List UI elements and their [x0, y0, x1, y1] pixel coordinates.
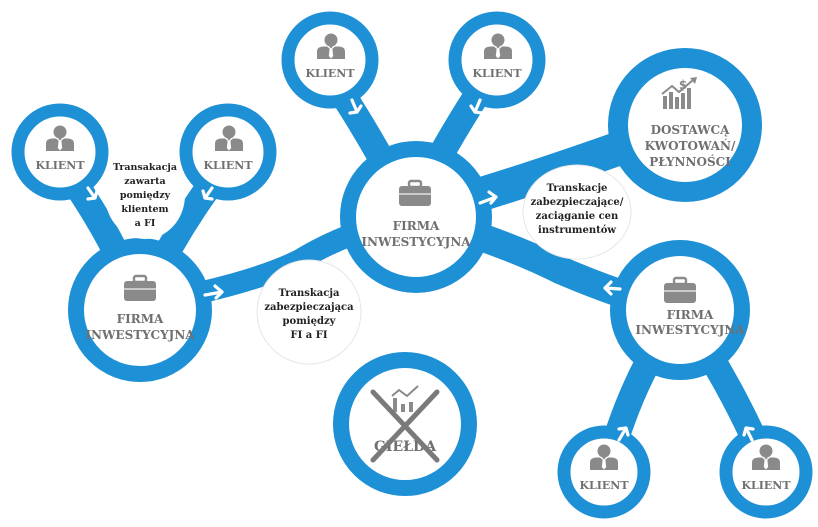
note-line: zabezpieczająca	[264, 302, 354, 313]
client-label: KLIENT	[305, 67, 355, 80]
firm-node-left: FIRMA INWESTYCYJNA	[68, 238, 212, 382]
note-hedging: Transkacje zabezpieczające/ zaciąganie c…	[522, 164, 632, 260]
arrow-icon	[469, 98, 484, 115]
firm-label-line2: INWESTYCYJNA	[635, 323, 745, 337]
client-node-left-2: KLIENT	[179, 103, 277, 201]
client-node-top-right: KLIENT	[448, 11, 546, 109]
client-node-bottom-right: KLIENT	[719, 425, 813, 519]
firm-label-line1: FIRMA	[117, 312, 164, 326]
note-line: zawarta	[124, 176, 165, 187]
liquidity-provider-node: $ DOSTAWCĄ KWOTOWAŃ/ PŁYNNOŚCI	[608, 48, 762, 202]
note-line: Transkacje	[547, 183, 608, 194]
note-fi-fi: Transkacja zabezpieczająca pomiędzy FI a…	[256, 259, 362, 365]
client-node-top-left: KLIENT	[281, 11, 379, 109]
arrow-icon	[348, 98, 363, 115]
growth-chart-dollar-icon: $	[661, 77, 697, 109]
note-line: FI a FI	[291, 330, 328, 341]
note-line: pomiędzy	[283, 316, 337, 327]
note-line: Transkacja	[279, 288, 340, 299]
crossed-out-chart-icon	[391, 385, 419, 412]
client-label: KLIENT	[741, 479, 791, 492]
arrow-icon	[742, 426, 755, 442]
client-node-bottom-left: KLIENT	[557, 425, 651, 519]
firm-label-line2: INWESTYCYJNA	[85, 328, 195, 342]
arrow-icon	[617, 426, 630, 442]
note-line: zabezpieczające/	[531, 197, 624, 208]
note-client-fi: Transakacja zawarta pomiędzy klientem a …	[105, 151, 185, 239]
note-line: a FI	[135, 218, 156, 229]
arrow-icon	[478, 190, 498, 205]
provider-label-line1: DOSTAWCĄ	[651, 123, 731, 137]
firm-node-right: FIRMA INWESTYCYJNA	[610, 240, 750, 380]
note-line: instrumentów	[538, 225, 616, 236]
arrow-icon	[603, 280, 622, 296]
firm-label-line1: FIRMA	[667, 308, 714, 322]
svg-text:$: $	[679, 78, 687, 92]
client-label: KLIENT	[35, 159, 85, 172]
firm-label-line1: FIRMA	[393, 219, 440, 233]
client-label: KLIENT	[579, 479, 629, 492]
note-line: Transakacja	[113, 162, 177, 173]
exchange-node: GIEŁDA	[333, 352, 477, 496]
arrow-icon	[203, 284, 224, 300]
flow-arrows	[86, 98, 755, 442]
firm-label-line2: INWESTYCYJNA	[361, 235, 471, 249]
note-line: klientem	[121, 204, 168, 215]
client-label: KLIENT	[472, 67, 522, 80]
note-line: zaciąganie cen	[536, 211, 619, 222]
note-line: pomiędzy	[120, 190, 171, 201]
client-node-left-1: KLIENT	[11, 103, 109, 201]
provider-label-line2: KWOTOWAŃ/	[645, 138, 736, 153]
arrow-icon	[201, 186, 214, 201]
provider-label-line3: PŁYNNOŚCI	[649, 153, 731, 169]
arrow-icon	[86, 186, 99, 201]
client-label: KLIENT	[203, 159, 253, 172]
firm-node-center: FIRMA INWESTYCYJNA	[340, 141, 492, 293]
